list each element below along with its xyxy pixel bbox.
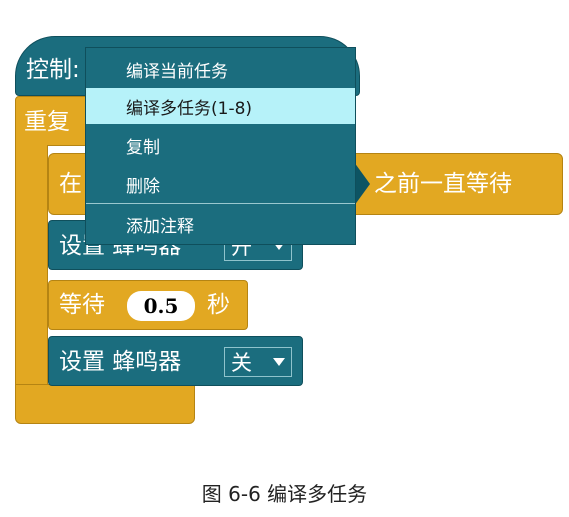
set-buzzer-off-block[interactable]: 设置 蜂鸣器 关 xyxy=(48,336,303,386)
repeat-block-label: 重复 xyxy=(24,109,70,135)
wait-until-suffix: 之前一直等待 xyxy=(374,171,512,197)
menu-item-add-comment[interactable]: 添加注释 xyxy=(126,216,194,237)
buzzer-off-value: 关 xyxy=(231,351,252,375)
repeat-block-bottom xyxy=(15,384,195,424)
control-hat-label: 控制: xyxy=(26,57,80,83)
repeat-block-arm xyxy=(15,145,48,385)
wait-seconds-unit: 秒 xyxy=(207,292,230,318)
repeat-block-top[interactable]: 重复 xyxy=(15,96,90,146)
wait-seconds-label: 等待 xyxy=(59,292,105,318)
wait-seconds-block[interactable]: 等待 0.5 秒 xyxy=(48,280,248,330)
wait-seconds-value: 0.5 xyxy=(143,294,179,318)
chevron-down-icon xyxy=(273,358,285,366)
chevron-down-icon xyxy=(273,242,285,250)
menu-item-delete[interactable]: 删除 xyxy=(126,176,160,197)
figure-caption: 图 6-6 编译多任务 xyxy=(201,482,368,506)
menu-item-compile-current-task[interactable]: 编译当前任务 xyxy=(126,61,228,82)
wait-until-prefix: 在 xyxy=(59,171,82,197)
set-buzzer-off-label: 设置 蜂鸣器 xyxy=(59,349,182,375)
menu-item-compile-multitask[interactable]: 编译多任务(1-8) xyxy=(86,88,355,124)
context-menu: 编译当前任务 编译多任务(1-8) 复制 删除 添加注释 xyxy=(85,47,356,245)
menu-item-duplicate[interactable]: 复制 xyxy=(126,137,160,158)
menu-separator xyxy=(86,203,355,204)
wait-seconds-input[interactable]: 0.5 xyxy=(127,291,195,321)
buzzer-off-dropdown[interactable]: 关 xyxy=(224,347,292,377)
